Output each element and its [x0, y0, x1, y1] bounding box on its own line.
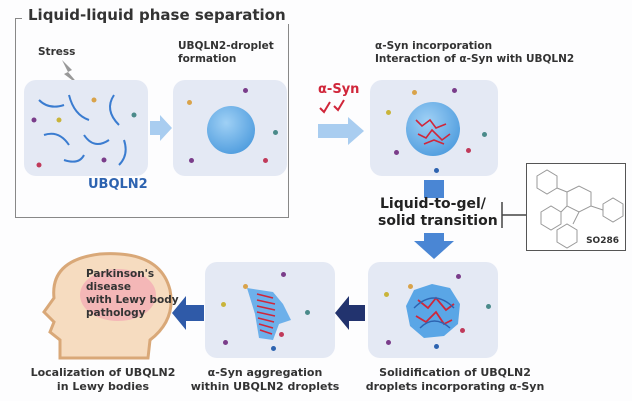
asyn-squiggles — [319, 99, 345, 114]
panel-aggregation — [205, 262, 335, 358]
droplet-formation-label: UBQLN2-droplet formation — [178, 40, 274, 65]
asyn-strands — [415, 118, 451, 145]
caption-aggregation: α-Syn aggregation within UBQLN2 droplets — [190, 366, 340, 393]
arrow-right-2 — [318, 117, 364, 145]
lightning-icon — [62, 60, 80, 86]
panel-droplet — [173, 80, 287, 176]
arrow-down-2 — [414, 233, 454, 259]
asyn-label: α-Syn — [318, 82, 360, 97]
arrow-right-1 — [150, 115, 172, 141]
aggregate — [247, 288, 291, 340]
head-text: Parkinson's disease with Lewy body patho… — [86, 268, 179, 319]
head-silhouette — [42, 252, 173, 360]
caption-solidification: Solidification of UBQLN2 droplets incorp… — [365, 366, 545, 393]
compound-label: SO286 — [586, 236, 619, 246]
llps-title: Liquid-liquid phase separation — [22, 6, 292, 24]
arrow-left-1 — [335, 296, 365, 330]
arrow-down-1 — [424, 180, 444, 198]
panel-incorporation — [370, 80, 498, 176]
ubqln2-label: UBQLN2 — [88, 177, 148, 192]
caption-lewy: Localization of UBQLN2 in Lewy bodies — [30, 366, 176, 393]
solid-droplet — [406, 284, 460, 338]
droplet — [207, 106, 255, 154]
transition-label-2: solid transition — [378, 213, 498, 229]
transition-label-1: Liquid-to-gel/ — [380, 196, 486, 212]
chemical-structure-icon — [536, 169, 624, 249]
droplet-with-asyn — [406, 102, 460, 156]
stress-label: Stress — [38, 46, 76, 58]
incorporation-label: α-Syn incorporation Interaction of α-Syn… — [375, 40, 575, 65]
arrow-left-2 — [172, 296, 204, 330]
ubqln2-strands — [31, 94, 137, 168]
so286-structure-box: SO286 — [526, 163, 626, 251]
panel-solidification — [368, 262, 498, 358]
panel-stress — [24, 80, 148, 176]
inhibition-line — [501, 202, 528, 228]
